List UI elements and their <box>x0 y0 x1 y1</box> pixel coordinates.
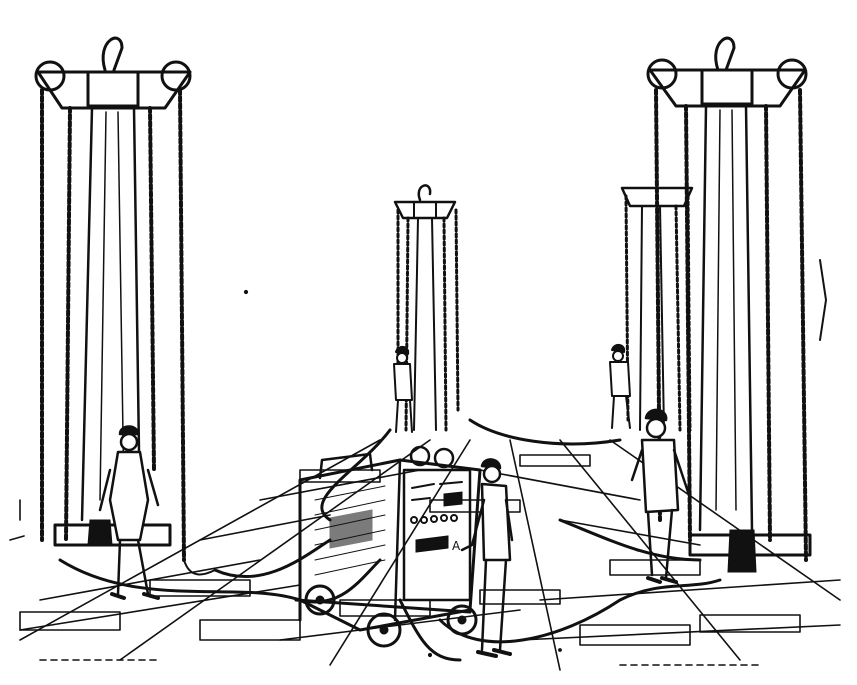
control-cart: A <box>294 445 482 648</box>
worker-distant-center <box>393 346 413 433</box>
cart-panel-mark: A <box>452 539 461 553</box>
rig-left <box>34 36 216 576</box>
rig-distant <box>620 186 694 432</box>
worker-distant-right <box>609 344 631 429</box>
worker-right <box>630 408 692 584</box>
rig-center <box>393 184 460 432</box>
hoses <box>58 418 722 662</box>
stray-marks <box>243 289 562 658</box>
floor-plates <box>9 439 841 671</box>
worker-left <box>98 425 160 600</box>
worker-center <box>460 458 514 658</box>
